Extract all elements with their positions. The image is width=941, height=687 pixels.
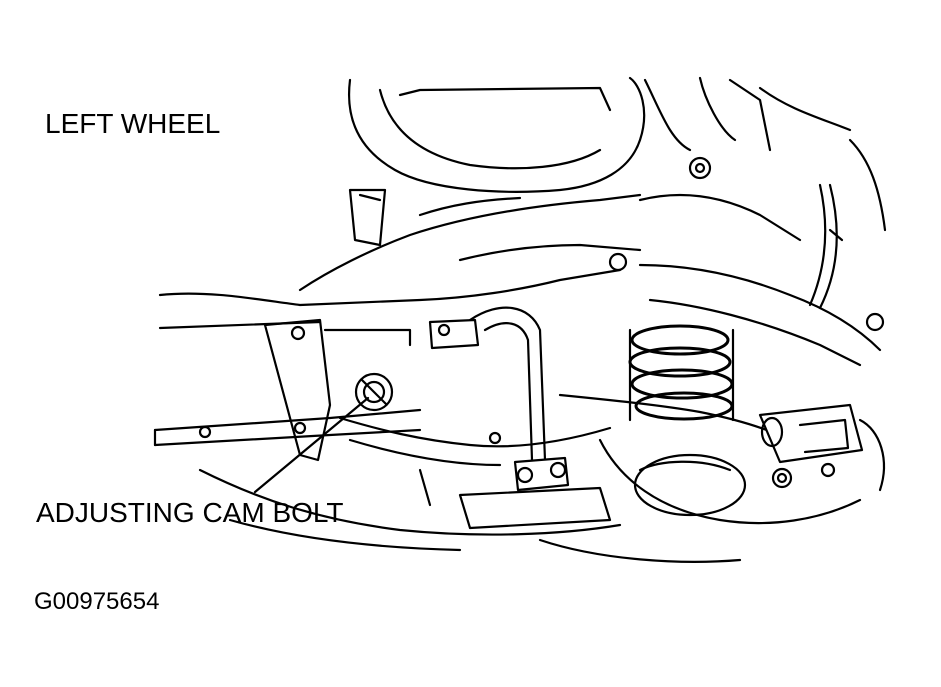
- lower-control-arm: [338, 393, 862, 525]
- body-panel: [348, 76, 852, 193]
- brake-hose: [808, 138, 887, 310]
- figure-id: G00975654: [34, 588, 160, 615]
- stabilizer-link: [428, 306, 570, 492]
- trailing-rod: [418, 468, 742, 563]
- mount-bracket: [158, 318, 412, 462]
- callout-label-adjusting-cam-bolt: ADJUSTING CAM BOLT: [36, 497, 344, 528]
- callout-leader-line: [253, 396, 370, 494]
- diagram-title: LEFT WHEEL: [45, 108, 221, 139]
- coil-spring: [628, 324, 735, 422]
- crossmember: [158, 156, 885, 367]
- knuckle-bushing: [758, 403, 885, 492]
